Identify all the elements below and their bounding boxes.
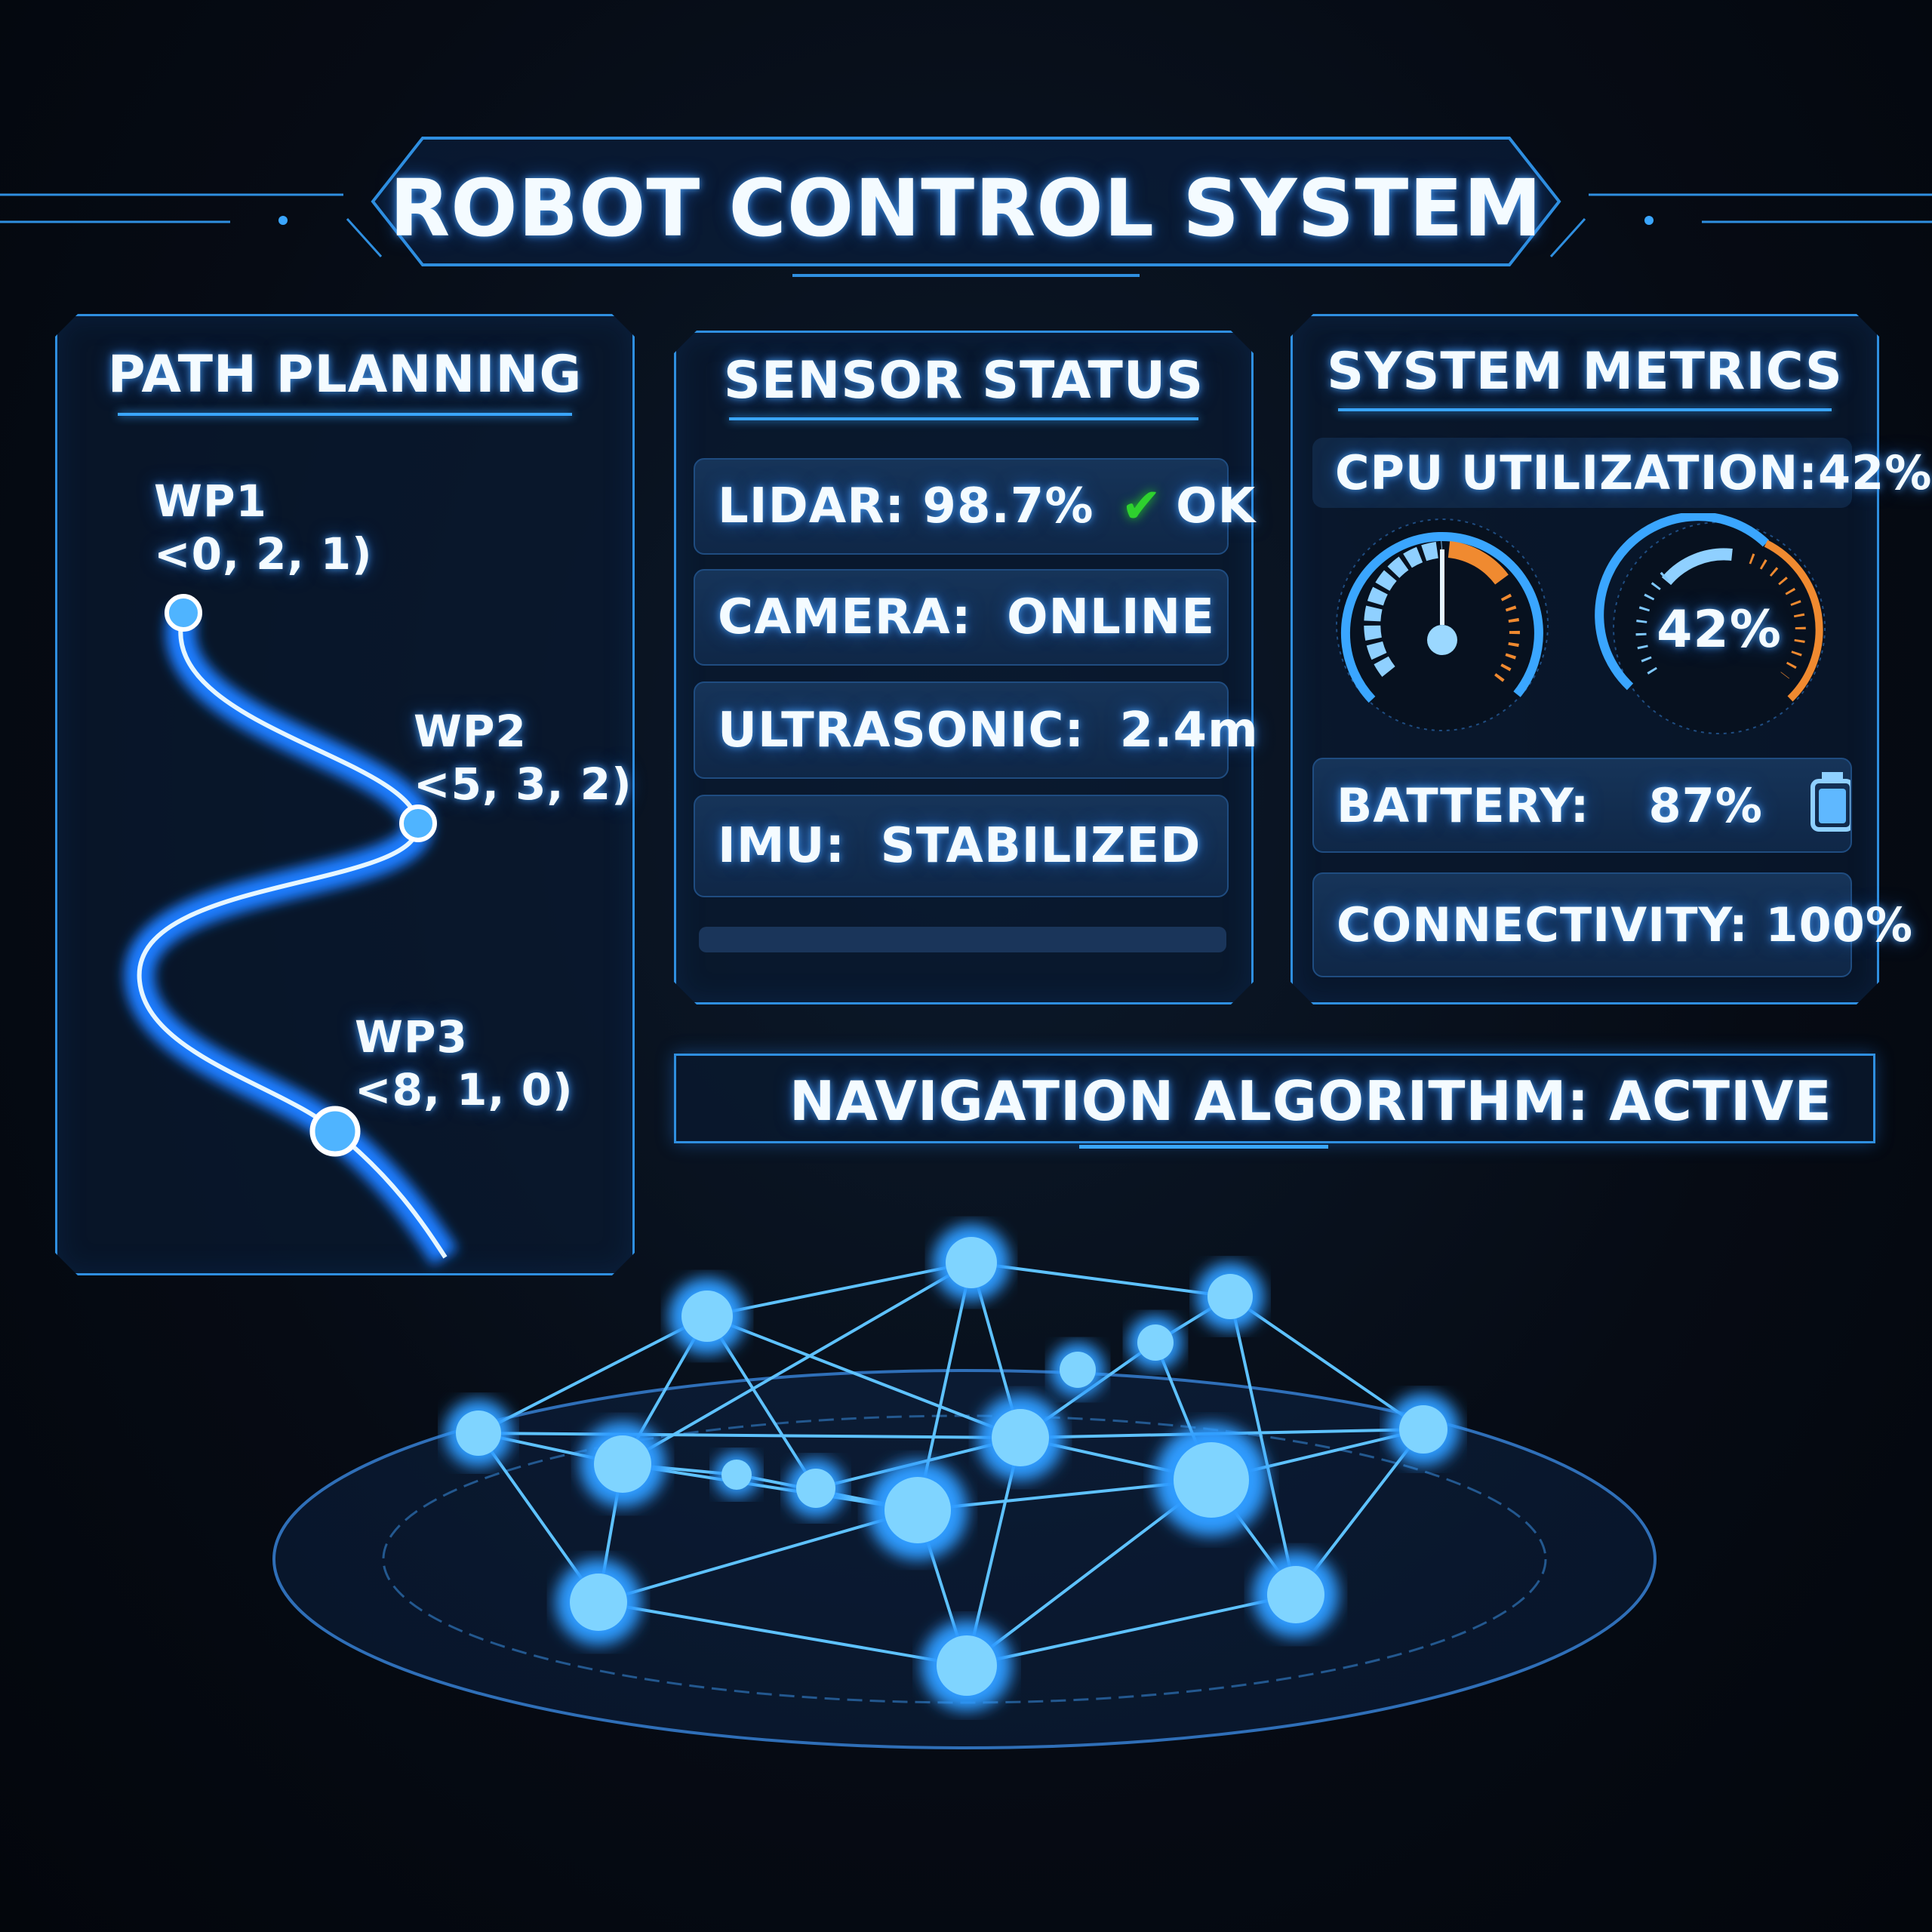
navigation-status: NAVIGATION ALGORITHM: ACTIVE [789, 1069, 1832, 1133]
waypoint-coords: <0, 2, 1) [154, 528, 373, 580]
connectivity-row: CONNECTIVITY: 100% [1312, 872, 1912, 977]
network-edge [478, 1432, 1021, 1439]
waypoint-coords: <8, 1, 0) [355, 1063, 574, 1115]
network-node [786, 1459, 845, 1518]
lidar-status: OK [1176, 478, 1257, 534]
gauge-hub [1427, 625, 1457, 655]
network-node [977, 1395, 1063, 1481]
battery-icon [1810, 772, 1850, 832]
sensor-row-imu: IMU: STABILIZED [694, 795, 1229, 897]
system-metrics-title: SYSTEM METRICS [1327, 342, 1843, 401]
network-edge [966, 1593, 1297, 1667]
sensor-row-lidar: LIDAR: 98.7% ✔ OK [694, 458, 1255, 555]
network-edge [706, 1315, 1021, 1439]
network-edge [598, 1601, 968, 1667]
network-node [1253, 1552, 1339, 1638]
network-node [580, 1421, 666, 1507]
header-decor [0, 137, 1932, 277]
network-node [921, 1620, 1012, 1711]
network-edge [621, 1261, 973, 1466]
check-icon: ✔ [1121, 478, 1163, 534]
waypoint-coords: <5, 3, 2) [414, 758, 632, 810]
network-node [445, 1399, 512, 1467]
page-title: ROBOT CONTROL SYSTEM [389, 162, 1543, 254]
battery-row: BATTERY: 87% [1312, 758, 1852, 853]
cpu-row: CPU UTILIZATION: 42% [1312, 438, 1931, 508]
lidar-label: LIDAR: 98.7% [718, 478, 1094, 534]
waypoint-label: WP2 [414, 706, 527, 757]
cpu-needle-gauge [1336, 518, 1549, 731]
sensor-row-camera: CAMERA: ONLINE [694, 569, 1229, 666]
path-planning-title: PATH PLANNING [107, 345, 583, 405]
navigation-status-bar: NAVIGATION ALGORITHM: ACTIVE [674, 1054, 1875, 1143]
title-underline [729, 417, 1198, 420]
ultrasonic-label: ULTRASONIC: 2.4m [718, 702, 1259, 758]
network-node [669, 1278, 746, 1355]
network-node [1387, 1393, 1460, 1466]
waypoint-label: WP3 [355, 1011, 468, 1063]
network-edge [971, 1261, 1231, 1298]
waypoint-wp2: WP2<5, 3, 2) [414, 706, 632, 811]
nav-underline [1079, 1145, 1328, 1149]
sensor-status-panel: SENSOR STATUS [674, 331, 1254, 1004]
sensor-row-ultrasonic: ULTRASONIC: 2.4m [694, 681, 1258, 779]
connectivity-label: CONNECTIVITY: 100% [1337, 897, 1913, 952]
network-node [933, 1224, 1010, 1301]
network-node [714, 1452, 759, 1497]
network-node [555, 1559, 641, 1645]
battery-label: BATTERY: [1337, 777, 1590, 833]
cpu-value: 42% [1818, 445, 1932, 500]
cpu-percent-gauge [1595, 513, 1826, 734]
title-underline [1338, 408, 1832, 411]
cpu-gauges [1336, 513, 1826, 734]
cpu-label: CPU UTILIZATION: [1335, 445, 1819, 500]
sensor-progress-bar [699, 927, 1226, 952]
network-node [1051, 1343, 1105, 1397]
sensor-status-title: SENSOR STATUS [723, 351, 1204, 411]
network-node [1155, 1423, 1268, 1537]
network-edge [598, 1509, 918, 1604]
waypoint-label: WP1 [154, 475, 267, 527]
network-edge [706, 1261, 972, 1318]
network-edge [478, 1315, 708, 1435]
network-node [1128, 1315, 1183, 1370]
network-node [1196, 1263, 1264, 1331]
waypoint-wp1: WP1<0, 2, 1) [154, 475, 373, 580]
camera-label: CAMERA: ONLINE [718, 589, 1215, 645]
network-graph [272, 1224, 1657, 1749]
title-underline [118, 413, 572, 416]
network-edge [1229, 1296, 1297, 1595]
imu-label: IMU: STABILIZED [718, 818, 1201, 874]
network-node [868, 1460, 968, 1560]
network-edge [1229, 1295, 1425, 1431]
battery-value: 87% [1648, 777, 1763, 833]
cpu-gauge-value: 42% [1657, 600, 1782, 660]
waypoint-wp3: WP3<8, 1, 0) [355, 1011, 574, 1116]
